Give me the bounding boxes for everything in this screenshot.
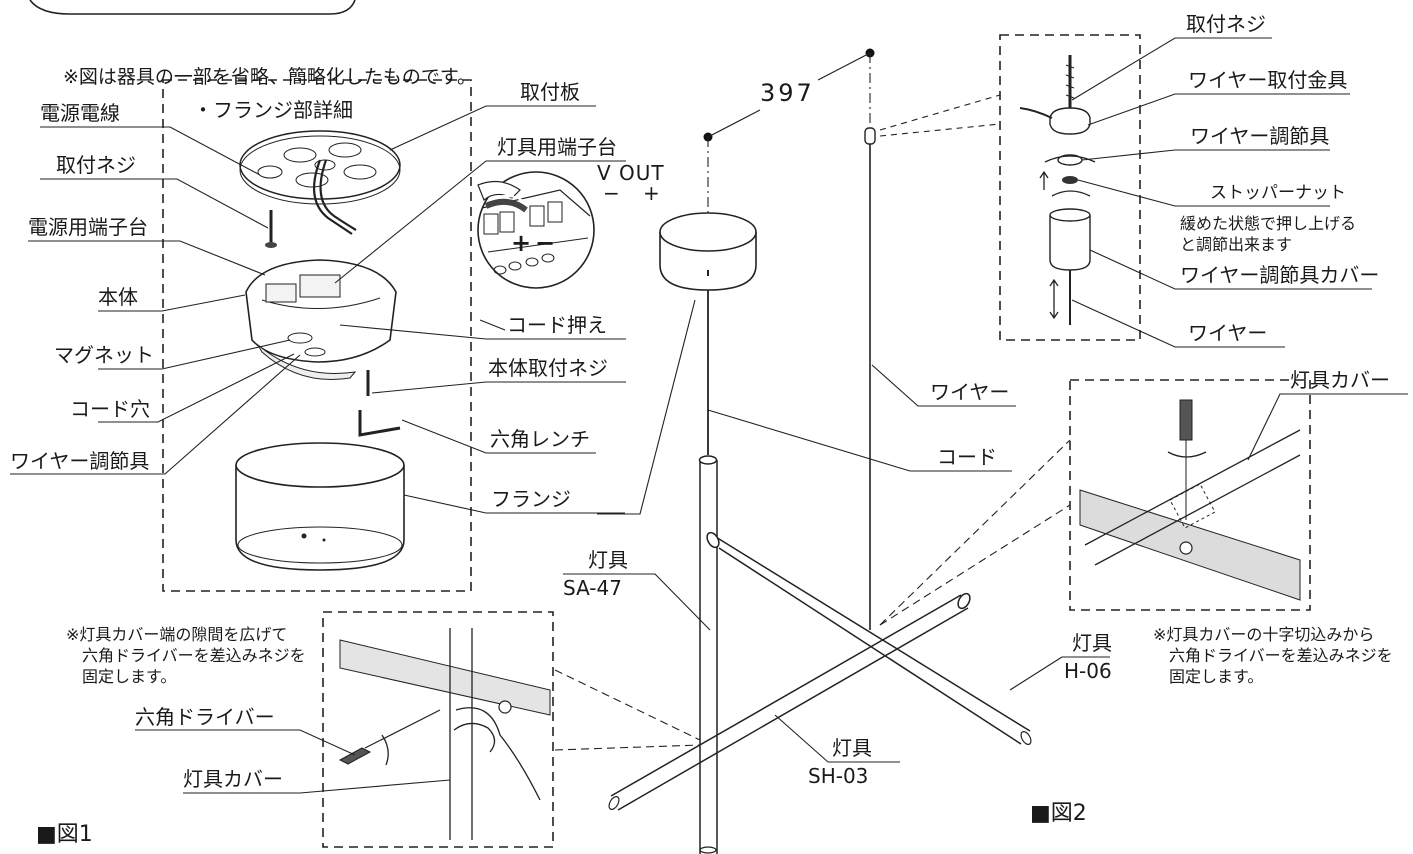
- terminal-v-out: V OUT: [597, 161, 665, 185]
- terminal-minus-mark: −: [535, 229, 556, 257]
- terminal-plus-top: +: [643, 181, 661, 205]
- lamp-sa47-name: 灯具: [588, 548, 628, 572]
- lamp-h06-model: H-06: [1064, 659, 1112, 683]
- label-power-terminal: 電源用端子台: [28, 215, 148, 239]
- detail1-box: [322, 611, 554, 848]
- title-frame: [29, 0, 356, 15]
- label-wd-adjuster-cover: ワイヤー調節具カバー: [1180, 263, 1380, 287]
- flange-drawing-detail: [235, 442, 405, 571]
- flange-leader-lines: [10, 105, 626, 514]
- detail2-leader-lines: [1247, 393, 1408, 461]
- wire-projection-lines: [879, 94, 1001, 137]
- detail2-projection-lines: [879, 439, 1071, 626]
- flange-detail-title: ・フランジ部詳細: [193, 98, 353, 122]
- lamp-sa47-model: SA-47: [563, 576, 622, 600]
- label-wd-wire: ワイヤー: [1188, 321, 1268, 345]
- label-wd-stopper-nut: ストッパーナット: [1210, 183, 1346, 203]
- detail1-drawing: [338, 628, 551, 840]
- lamp-h06-name: 灯具: [1072, 631, 1112, 655]
- detail1-leader-lines: [135, 729, 451, 794]
- lamp-sh03-name: 灯具: [832, 736, 872, 760]
- detail2-box: [1069, 379, 1311, 611]
- label-cord-hole: コード穴: [70, 397, 150, 421]
- flange-detail-box: [162, 79, 472, 592]
- label-cord-clamp: コード押え: [507, 313, 607, 337]
- main-leader-lines: [563, 299, 1110, 763]
- lamp-sh03-drawing: [608, 592, 971, 811]
- body-drawing: [245, 259, 397, 381]
- label-wd-wire-adjuster: ワイヤー調節具: [1190, 124, 1330, 148]
- label-wd-mount-screw: 取付ネジ: [1186, 12, 1266, 36]
- fig1-label: ■図1: [36, 822, 93, 847]
- label-wd-stopper-note: 緩めた状態で押し上げる と調節出来ます: [1180, 214, 1357, 254]
- label-body-screw: 本体取付ネジ: [488, 356, 608, 380]
- detail1-projection-lines: [554, 669, 701, 751]
- dimension-397: 397: [760, 79, 815, 107]
- wire-detail-drawing: [1019, 55, 1096, 325]
- label-wire-adjuster: ワイヤー調節具: [10, 449, 150, 473]
- label-lamp-cover-2: 灯具カバー: [1290, 368, 1390, 392]
- wire-detail-leader-lines: [1071, 37, 1372, 348]
- wire-detail-box: [999, 34, 1141, 341]
- fig2-label: ■図2: [1030, 801, 1087, 826]
- label-hex-wrench: 六角レンチ: [490, 427, 590, 451]
- label-lamp-cover-1: 灯具カバー: [183, 767, 283, 791]
- detail2-drawing: [1079, 399, 1301, 601]
- detail2-note: ※灯具カバーの十字切込みから 六角ドライバーを差込みネジを 固定します。: [1153, 625, 1393, 686]
- label-power-wire: 電源電線: [40, 101, 120, 125]
- detail1-note: ※灯具カバー端の隙間を広げて 六角ドライバーを差込みネジを 固定します。: [66, 625, 306, 686]
- lamp-sa47-drawing: [698, 455, 718, 854]
- canopy-drawing: [659, 212, 757, 291]
- caption-note: ※図は器具の一部を省略、簡略化したものです。: [63, 66, 477, 88]
- label-hex-driver: 六角ドライバー: [135, 705, 275, 729]
- label-lamp-terminal: 灯具用端子台: [497, 135, 617, 159]
- label-magnet: マグネット: [54, 343, 154, 367]
- hex-wrench-drawing: [358, 410, 401, 437]
- mount-screw-drawing: [265, 210, 277, 248]
- label-mount-plate: 取付板: [520, 80, 580, 104]
- terminal-detail-drawing: [477, 171, 595, 289]
- label-flange: フランジ: [491, 487, 571, 511]
- label-mount-screw: 取付ネジ: [56, 153, 136, 177]
- terminal-minus-top: −: [603, 181, 621, 205]
- label-main-cord: コード: [937, 445, 997, 469]
- label-body: 本体: [98, 285, 138, 309]
- mount-plate-drawing: [239, 130, 401, 235]
- label-main-wire: ワイヤー: [930, 380, 1010, 404]
- label-wd-wire-fitting: ワイヤー取付金具: [1188, 68, 1348, 92]
- lamp-sh03-model: SH-03: [808, 764, 869, 788]
- lamp-h06-drawing: [706, 531, 1032, 745]
- terminal-plus-mark: +: [511, 229, 532, 257]
